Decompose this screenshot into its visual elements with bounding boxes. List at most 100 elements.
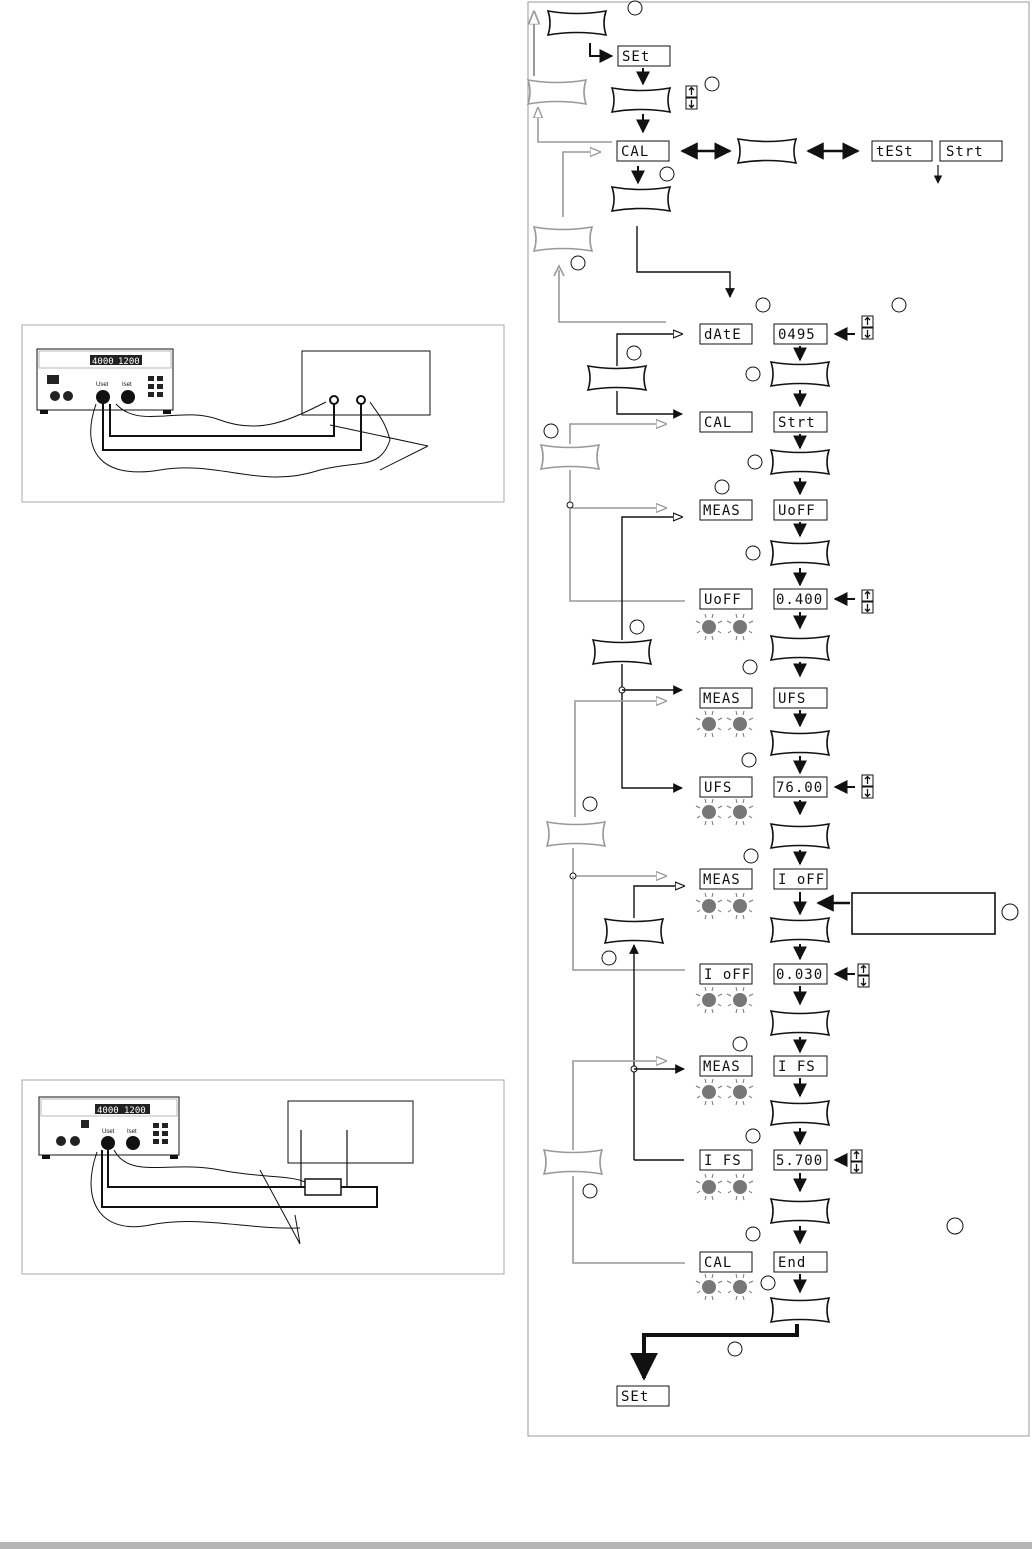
step-circle-icon	[570, 255, 586, 271]
display-test-text: tESt	[876, 144, 914, 160]
key-button-gray-5[interactable]	[543, 1149, 603, 1175]
key-button-gray-3[interactable]	[540, 444, 600, 470]
key-button-12[interactable]	[770, 823, 830, 849]
power-supply-front-panel: 4000 1200 Uset Iset	[36, 348, 174, 414]
display-ioff-label	[699, 963, 753, 985]
display-strt-text: Strt	[778, 415, 816, 431]
display-ifs-value-text: 5.700	[776, 1153, 823, 1169]
key-button-15[interactable]	[770, 1010, 830, 1036]
display-end-text: End	[778, 1255, 806, 1271]
display-ifs-text: I FS	[778, 1059, 816, 1075]
display-ifs-label	[699, 1149, 753, 1171]
step-circle-icon	[745, 366, 761, 382]
ammeter-box	[287, 1100, 414, 1164]
voltmeter-box	[301, 350, 431, 416]
knob-uset-label-2: Uset	[102, 1129, 115, 1135]
step-circle-icon	[745, 1226, 761, 1242]
footer-bar	[0, 1542, 1032, 1549]
key-button-3[interactable]	[737, 138, 797, 164]
key-button-9[interactable]	[592, 639, 652, 665]
display-ufs-label-text: UFS	[704, 780, 732, 796]
updown-arrows-icon[interactable]	[685, 85, 698, 110]
key-button-gray-4[interactable]	[546, 821, 606, 847]
step-circle-icon	[629, 619, 645, 635]
display-strt	[773, 411, 828, 433]
key-button-16[interactable]	[770, 1100, 830, 1126]
display-cal-menu-text: CAL	[621, 144, 649, 160]
key-button-8[interactable]	[770, 540, 830, 566]
key-button-4[interactable]	[611, 186, 671, 212]
updown-arrows-icon[interactable]	[861, 774, 874, 799]
display-strt-menu-text: Strt	[946, 144, 984, 160]
display-meas-2-text: MEAS	[703, 691, 741, 707]
display-date	[699, 323, 753, 345]
display-test	[871, 140, 933, 162]
display-uoff-value-text: 0.400	[776, 592, 823, 608]
display-set-bottom	[616, 1385, 670, 1407]
key-button-5[interactable]	[587, 365, 647, 391]
step-circle-icon	[742, 659, 758, 675]
step-circle-icon	[714, 479, 730, 495]
note-box	[851, 892, 996, 935]
step-circle-icon	[582, 1183, 598, 1199]
display-set-bottom-text: SEt	[621, 1389, 649, 1405]
display-ioff-text: I oFF	[778, 872, 825, 888]
key-button-14[interactable]	[770, 917, 830, 943]
key-button-11[interactable]	[770, 730, 830, 756]
step-circle-icon	[745, 545, 761, 561]
display-right-2: 1200	[124, 1106, 146, 1116]
display-cal-start	[699, 411, 753, 433]
display-ioff-value-text: 0.030	[776, 967, 823, 983]
display-date-text: dAtE	[704, 327, 742, 343]
display-end	[773, 1251, 828, 1273]
display-ufs	[773, 687, 828, 709]
step-circle-icon	[727, 1341, 743, 1357]
display-meas-1	[699, 499, 753, 521]
step-circle-icon	[741, 752, 757, 768]
knob-uset-label: Uset	[96, 382, 109, 388]
display-date-value	[773, 323, 828, 345]
shunt-resistor	[304, 1178, 342, 1196]
updown-arrows-icon[interactable]	[861, 589, 874, 614]
display-date-value-text: 0495	[778, 327, 816, 343]
display-right: 1200	[118, 357, 140, 367]
key-button-6[interactable]	[770, 361, 830, 387]
display-ifs	[773, 1055, 828, 1077]
wiring-illustration-current: 4000 1200 Uset Iset	[21, 1079, 505, 1275]
step-circle-icon	[946, 1217, 964, 1235]
display-uoff-label-text: UoFF	[704, 592, 742, 608]
key-button-top[interactable]	[547, 10, 607, 36]
display-ioff	[773, 868, 828, 890]
key-button-7[interactable]	[770, 449, 830, 475]
display-ioff-label-text: I oFF	[704, 967, 751, 983]
display-cal-end-text: CAL	[704, 1255, 732, 1271]
key-button-2[interactable]	[611, 87, 671, 113]
display-ifs-label-text: I FS	[704, 1153, 742, 1169]
display-left-2: 4000	[97, 1106, 119, 1116]
display-ioff-value	[773, 963, 828, 985]
key-button-13[interactable]	[604, 918, 664, 944]
display-meas-3-text: MEAS	[703, 872, 741, 888]
step-circle-icon	[747, 454, 763, 470]
display-ufs-value-text: 76.00	[776, 780, 823, 796]
step-circle-icon	[755, 297, 771, 313]
knob-iset-label-2: Iset	[127, 1129, 137, 1135]
updown-arrows-icon[interactable]	[850, 1149, 863, 1174]
key-button-gray-1[interactable]	[527, 79, 587, 105]
key-button-18[interactable]	[770, 1297, 830, 1323]
key-button-17[interactable]	[770, 1198, 830, 1224]
display-uoff-text: UoFF	[778, 503, 816, 519]
updown-arrows-icon[interactable]	[857, 963, 870, 988]
display-ufs-value	[773, 776, 828, 798]
display-ifs-value	[773, 1149, 828, 1171]
display-left: 4000	[92, 357, 114, 367]
updown-arrows-icon[interactable]	[861, 315, 874, 340]
display-meas-3	[699, 868, 753, 890]
display-set-top-text: SEt	[622, 49, 650, 65]
step-circle-icon	[760, 1275, 776, 1291]
power-supply-front-panel-2: 4000 1200 Uset Iset	[38, 1096, 180, 1159]
key-button-10[interactable]	[770, 635, 830, 661]
step-circle-icon	[732, 1036, 748, 1052]
key-button-gray-2[interactable]	[533, 226, 593, 252]
